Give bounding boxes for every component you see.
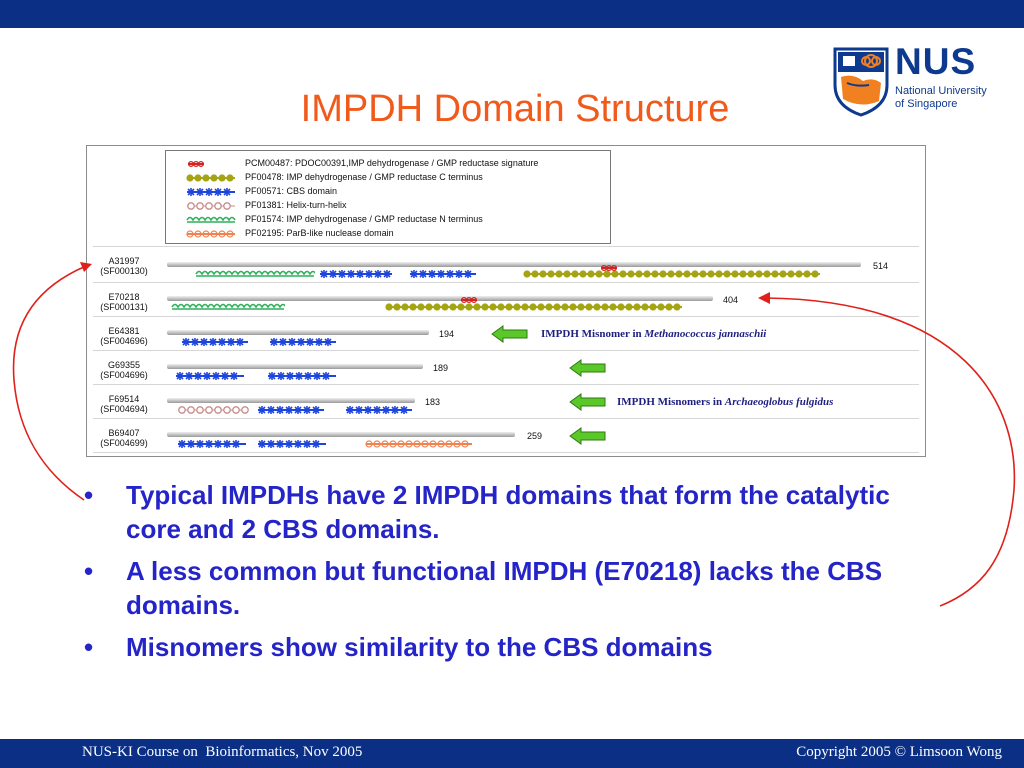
row-separator — [93, 452, 919, 453]
impdh-signature-motif — [460, 296, 478, 304]
curve-to-bullet-1 — [12, 265, 87, 501]
protein-length: 404 — [723, 295, 739, 305]
bullet-item: •Typical IMPDHs have 2 IMPDH domains tha… — [84, 480, 890, 544]
protein-length: 183 — [425, 397, 441, 407]
page-title: IMPDH Domain Structure — [300, 88, 730, 130]
left-arrow-icon — [569, 359, 606, 377]
protein-label: E70218(SF000131) — [100, 292, 148, 312]
misnomer-note-methanococcus: IMPDH Misnomer in Methanococcus jannasch… — [541, 328, 767, 340]
legend-row-pf00478: PF00478: IMP dehydrogenase / GMP reducta… — [166, 172, 610, 184]
row-separator — [93, 246, 919, 247]
hth-circle-marker-icon — [187, 202, 235, 210]
helix-turn-helix-domain — [178, 406, 249, 414]
logo-line-1: National University — [895, 85, 987, 97]
cbs-domain — [182, 338, 248, 346]
cbs-domain — [178, 440, 246, 448]
bullet-item: •A less common but functional IMPDH (E70… — [84, 556, 883, 620]
protein-length: 514 — [873, 261, 889, 271]
cbs-domain — [320, 270, 392, 278]
parb-nuclease-domain — [365, 440, 472, 448]
top-bar — [0, 0, 1024, 28]
blue-cbs-marker-icon — [187, 188, 235, 196]
protein-label: B69407(SF004699) — [100, 428, 148, 448]
legend-label: PF01381: Helix-turn-helix — [245, 200, 347, 210]
bullet-dot-icon: • — [84, 632, 94, 662]
legend-row-pf01381: PF01381: Helix-turn-helix — [166, 200, 610, 212]
imp-n-terminus-domain — [171, 303, 285, 310]
cbs-domain — [410, 270, 476, 278]
cbs-domain — [346, 406, 412, 414]
protein-bar — [167, 364, 423, 369]
bullet-item: •Misnomers show similarity to the CBS do… — [84, 632, 713, 662]
cbs-domain — [258, 406, 324, 414]
row-separator — [93, 350, 919, 351]
legend-row-pcm00487: PCM00487: PDOC00391,IMP dehydrogenase / … — [166, 158, 610, 170]
legend-row-pf01574: PF01574: IMP dehydrogenase / GMP reducta… — [166, 214, 610, 226]
row-separator — [93, 384, 919, 385]
green-domain-marker-icon — [186, 216, 236, 223]
legend-label: PF00571: CBS domain — [245, 186, 338, 196]
bullet-dot-icon: • — [84, 556, 94, 586]
legend-label: PCM00487: PDOC00391,IMP dehydrogenase / … — [245, 158, 539, 168]
footer-copyright: Copyright 2005 © Limsoon Wong — [796, 744, 1002, 760]
legend-row-pf02195: PF02195: ParB-like nuclease domain — [166, 228, 610, 240]
left-arrow-icon — [491, 325, 528, 343]
protein-label: G69355(SF004696) — [100, 360, 148, 380]
protein-bar — [167, 262, 861, 267]
left-arrow-icon — [569, 427, 606, 445]
row-separator — [93, 418, 919, 419]
footer-bar: NUS-KI Course on Bioinformatics, Nov 200… — [0, 739, 1024, 768]
cbs-domain — [176, 372, 244, 380]
cbs-domain — [268, 372, 336, 380]
domain-legend: PCM00487: PDOC00391,IMP dehydrogenase / … — [165, 150, 611, 244]
bullet-list: •Typical IMPDHs have 2 IMPDH domains tha… — [84, 478, 944, 672]
logo-wordmark: NUS — [895, 41, 977, 82]
protein-bar — [167, 432, 515, 437]
legend-row-pf00571: PF00571: CBS domain — [166, 186, 610, 198]
misnomer-note-archaeoglobus: IMPDH Misnomers in Archaeoglobus fulgidu… — [617, 396, 834, 408]
imp-n-terminus-domain — [195, 270, 315, 277]
nus-crest-icon — [833, 47, 889, 117]
protein-label: A31997(SF000130) — [100, 256, 148, 276]
red-signature-marker-icon — [187, 160, 205, 168]
bullet-dot-icon: • — [84, 480, 94, 510]
olive-domain-marker-icon — [186, 174, 235, 182]
logo-line-2: of Singapore — [895, 98, 958, 110]
protein-length: 189 — [433, 363, 449, 373]
protein-bar — [167, 398, 415, 403]
nus-logo: NUS National University of Singapore — [833, 41, 995, 117]
footer-course: NUS-KI Course on Bioinformatics, Nov 200… — [82, 744, 363, 760]
legend-label: PF01574: IMP dehydrogenase / GMP reducta… — [245, 214, 483, 224]
imp-c-terminus-domain — [523, 270, 820, 278]
legend-label: PF02195: ParB-like nuclease domain — [245, 228, 394, 238]
cbs-domain — [258, 440, 326, 448]
protein-length: 259 — [527, 431, 543, 441]
protein-label: E64381(SF004696) — [100, 326, 148, 346]
left-arrow-icon — [569, 393, 606, 411]
imp-c-terminus-domain — [385, 303, 682, 311]
row-separator — [93, 282, 919, 283]
protein-bar — [167, 330, 429, 335]
protein-length: 194 — [439, 329, 455, 339]
row-separator — [93, 316, 919, 317]
orange-parb-marker-icon — [186, 230, 235, 238]
domain-figure: PCM00487: PDOC00391,IMP dehydrogenase / … — [86, 145, 926, 457]
impdh-signature-motif — [600, 264, 618, 272]
protein-bar — [167, 296, 713, 301]
cbs-domain — [270, 338, 336, 346]
legend-label: PF00478: IMP dehydrogenase / GMP reducta… — [245, 172, 483, 182]
protein-label: F69514(SF004694) — [100, 394, 148, 414]
logo-subtitle: National University of Singapore — [895, 85, 995, 111]
